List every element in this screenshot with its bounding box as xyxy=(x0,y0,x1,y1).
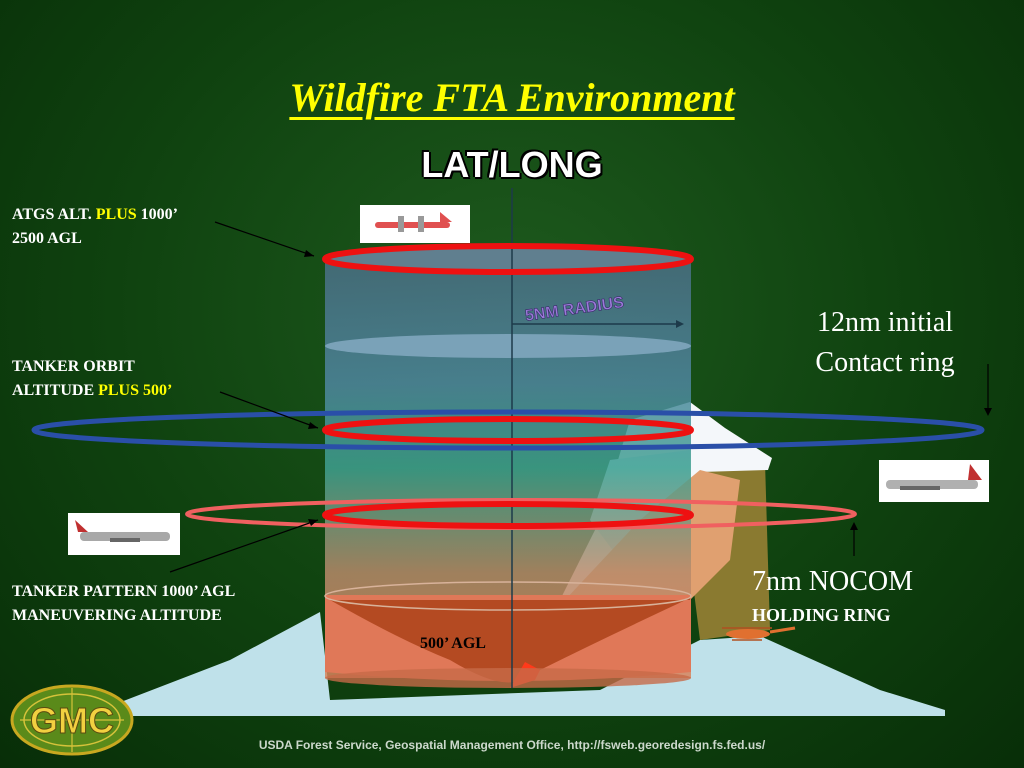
pattern-ring xyxy=(322,501,694,529)
atgs-aircraft-icon xyxy=(360,205,470,243)
atgs-altitude-label: ATGS ALT. PLUS 1000’ 2500 AGL xyxy=(12,206,178,247)
radius-arrowhead xyxy=(676,320,684,328)
atgs-leader xyxy=(214,221,315,257)
cylinder-bottom-rim xyxy=(324,581,692,611)
contact-ring xyxy=(31,409,985,451)
cylinder-base xyxy=(325,668,691,688)
contact-leader-head xyxy=(984,408,992,416)
lat-long-label: LAT/LONG xyxy=(421,144,603,185)
agl-500-label: 500’ AGL xyxy=(420,635,486,652)
holding-ring-label: HOLDING RING xyxy=(752,605,891,625)
page-title: Wildfire FTA Environment xyxy=(289,75,735,120)
cylinder-top xyxy=(325,245,691,271)
tanker-aircraft-left-icon xyxy=(68,513,180,555)
orbit-leader xyxy=(219,391,319,429)
mountain-snow xyxy=(545,402,772,670)
tanker-aircraft-right-icon xyxy=(879,460,989,502)
nocom-ring-label: 7nm NOCOM xyxy=(752,566,914,597)
cylinder-mid-disk xyxy=(325,334,691,358)
orbit-leader-head xyxy=(308,422,318,429)
gmc-logo-text: GMC xyxy=(30,700,114,741)
fire-burn-area xyxy=(330,598,690,683)
orbit-ring xyxy=(322,416,694,444)
gmc-logo: GMC xyxy=(10,684,134,756)
pattern-leader-head xyxy=(308,519,318,526)
nocom-leader-head xyxy=(850,522,858,530)
tanker-pattern-label: TANKER PATTERN 1000’ AGL MANEUVERING ALT… xyxy=(12,583,236,624)
atgs-leader-head xyxy=(304,250,314,257)
tanker-orbit-label: TANKER ORBIT ALTITUDE PLUS 500’ xyxy=(12,358,173,399)
contact-ring-label: 12nm initial Contact ring xyxy=(815,307,955,378)
atgs-ring xyxy=(322,243,694,275)
pattern-leader xyxy=(169,519,319,573)
footer-credit: USDA Forest Service, Geospatial Manageme… xyxy=(258,738,766,752)
helicopter-icon xyxy=(722,626,796,641)
ground-terrain xyxy=(95,612,945,716)
